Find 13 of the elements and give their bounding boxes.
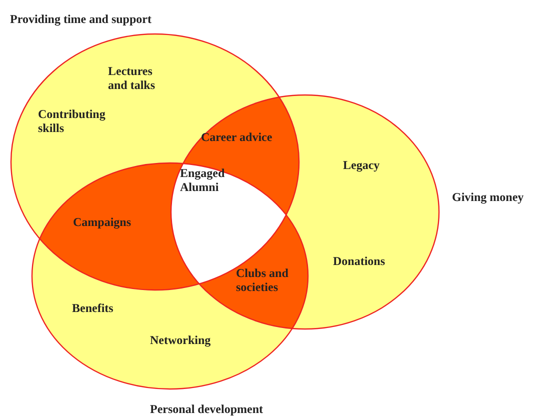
set-heading: Personal development <box>150 402 263 416</box>
region-label: Benefits <box>72 301 114 315</box>
set-heading: Providing time and support <box>10 12 152 27</box>
region-label: Clubs and societies <box>236 266 290 294</box>
region-label: Lectures and talks <box>108 64 156 92</box>
region-label: Engaged Alumni <box>180 166 226 194</box>
region-label: Contributing skills <box>38 107 106 135</box>
set-heading: Giving money <box>452 190 524 205</box>
region-label: Donations <box>333 254 386 268</box>
region-label: Career advice <box>201 130 274 144</box>
region-label: Networking <box>150 333 212 347</box>
region-label: Campaigns <box>73 215 132 229</box>
region-label: Legacy <box>343 158 381 172</box>
